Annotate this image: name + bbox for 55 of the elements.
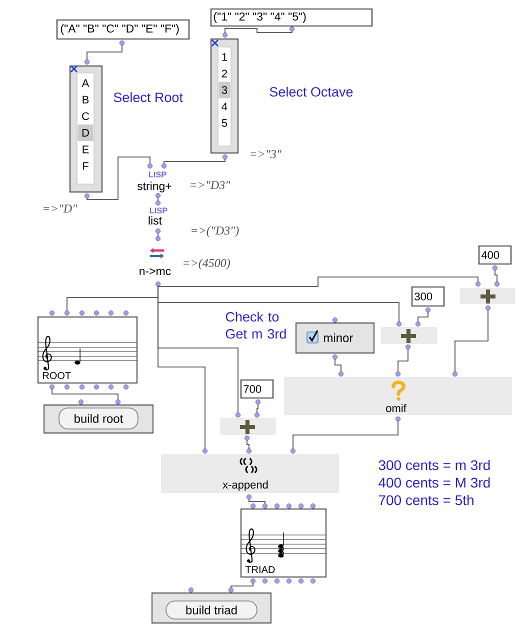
output-value: =>(4500): [184, 258, 230, 270]
push-button: build triad: [166, 600, 258, 620]
lisp-icon: LISP: [150, 208, 168, 214]
connection-line: [418, 312, 428, 322]
list-item: F: [83, 162, 88, 170]
connection-line: [494, 270, 498, 282]
function-name: n->mc: [140, 268, 171, 276]
connection-line: [86, 156, 150, 200]
connection-line: [86, 44, 122, 60]
connection-line: [334, 358, 342, 372]
function-box: omif: [284, 377, 512, 415]
output-value: =>"3": [250, 150, 282, 158]
score-box: ROOT: [38, 316, 138, 384]
connection-line: [256, 404, 258, 414]
push-button: build root: [58, 408, 138, 430]
comment: Select Octave: [270, 86, 353, 97]
output-value: =>("D3"): [192, 226, 239, 238]
list-box: ("A" "B" "C" "D" "E" "F"): [56, 19, 190, 40]
list-item: 5: [222, 119, 228, 127]
list-item: E: [82, 146, 89, 154]
comment: 700 cents = 5th: [378, 494, 474, 506]
output-value: =>"D": [44, 204, 78, 213]
list-item: 4: [222, 102, 228, 110]
comment: Check to Get m 3rd: [226, 312, 286, 339]
output-value: =>"D3": [190, 181, 230, 190]
connection-line: [52, 388, 118, 400]
function-name: list: [148, 216, 162, 225]
connection-line: [398, 348, 408, 372]
connection-line: [248, 498, 266, 504]
comment: 400 cents = M 3rd: [378, 477, 490, 488]
list-box: ("1" "2" "3" "4" "5"): [210, 8, 373, 27]
number-box: 700: [240, 379, 274, 399]
comment: 300 cents = m 3rd: [378, 460, 490, 470]
number-box: 400: [478, 245, 512, 265]
score-box: TRIAD: [240, 508, 326, 578]
list-item: C: [82, 112, 90, 120]
connection-line: [230, 582, 254, 588]
list-item: 1: [222, 53, 228, 61]
number-box: 300: [411, 286, 445, 307]
connection-line: [158, 286, 206, 450]
connection-line: [158, 276, 478, 287]
comment: Select Root: [114, 92, 183, 102]
connection-line: [246, 440, 250, 450]
checkbox-control: minor: [296, 322, 374, 354]
connection-line: [454, 310, 488, 372]
connection-line: [292, 420, 398, 450]
list-item: 2: [222, 70, 227, 78]
function-box: x-append: [161, 454, 339, 493]
list-item: B: [82, 96, 89, 104]
lisp-icon: LISP: [148, 172, 166, 178]
connection-line: [164, 158, 226, 164]
selected-item: D: [78, 124, 94, 142]
list-item: A: [82, 79, 90, 87]
connection-line: [224, 28, 292, 34]
function-name: string+: [137, 182, 172, 192]
